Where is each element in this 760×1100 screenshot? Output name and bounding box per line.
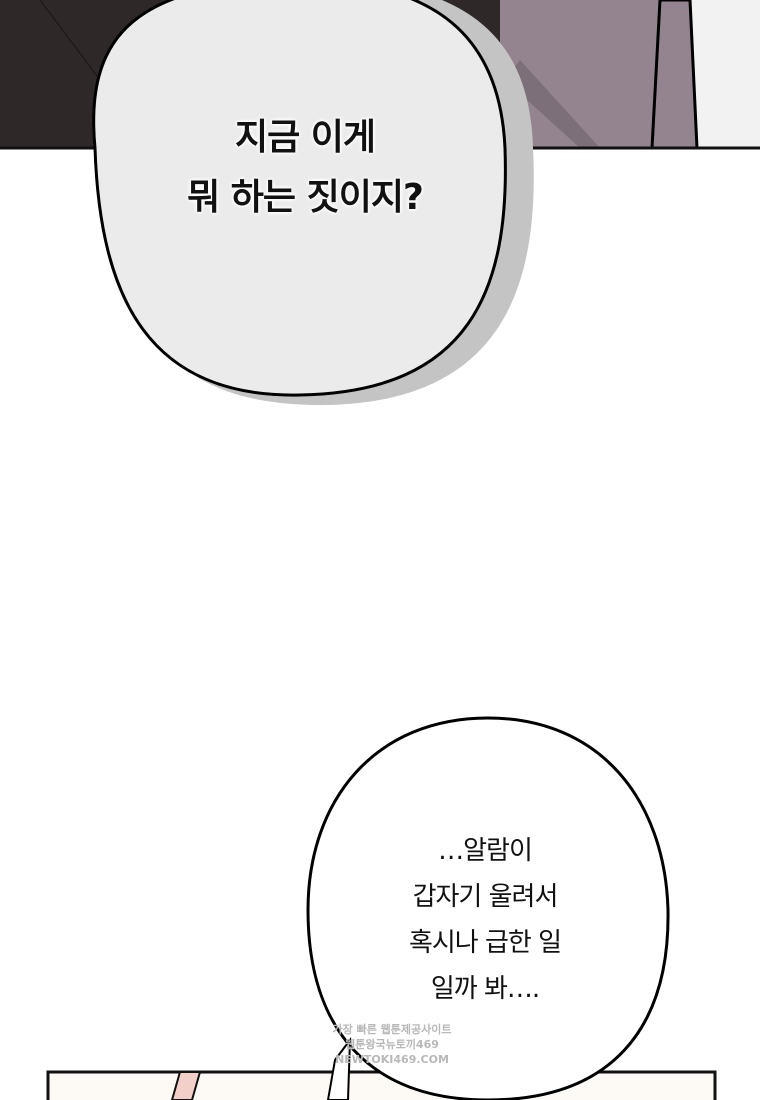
watermark: 가장 빠른 웹툰제공사이트 웹툰왕국뉴토끼469 NEWTOKI469.COM <box>332 1022 452 1067</box>
speech-bubble-bottom <box>306 716 670 1100</box>
speech-text-top: 지금 이게 뭐 하는 짓이지? <box>150 108 460 228</box>
speech-line: 뭐 하는 짓이지? <box>187 177 424 218</box>
speech-line: 지금 이게 <box>234 117 376 158</box>
speech-text-bottom: …알람이 갑자기 울려서 혹시나 급한 일 일까 봐…. <box>340 828 630 1012</box>
speech-line: …알람이 <box>438 836 533 866</box>
bottom-panel <box>46 1070 717 1100</box>
watermark-line: 웹툰왕국뉴토끼469 <box>345 1038 439 1051</box>
watermark-line: 가장 빠른 웹툰제공사이트 <box>332 1023 452 1036</box>
speech-bubble-top <box>92 0 507 397</box>
speech-line: 혹시나 급한 일 <box>408 928 562 958</box>
speech-line: 일까 봐…. <box>430 974 540 1004</box>
watermark-line: NEWTOKI469.COM <box>335 1053 449 1066</box>
speech-line: 갑자기 울려서 <box>412 882 559 912</box>
